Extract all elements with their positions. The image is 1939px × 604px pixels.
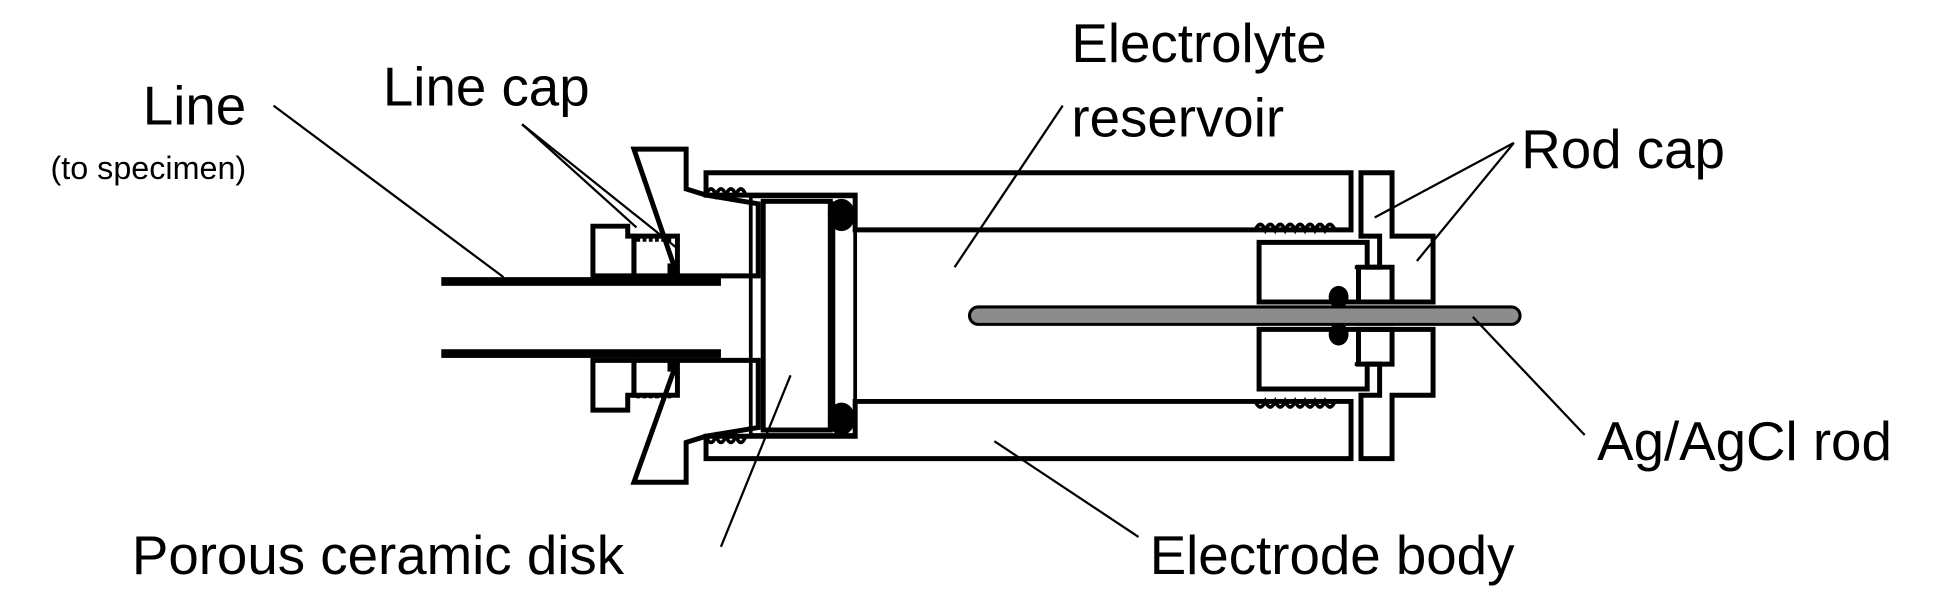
leader-line: [272, 104, 505, 279]
leader-rod-cap-1: [1374, 141, 1515, 219]
leader-lines: [272, 104, 1586, 548]
rod-o-ring-bottom: [1328, 323, 1349, 346]
label-line: Line: [143, 74, 246, 136]
label-line-cap: Line cap: [383, 56, 590, 118]
leader-rod-cap-2: [1416, 142, 1515, 262]
leader-reservoir: [953, 105, 1064, 268]
leader-disk: [719, 374, 792, 548]
rod-cap-outer-bottom: [1356, 326, 1436, 462]
label-reservoir: reservoir: [1071, 87, 1284, 149]
line-cap-top: [630, 146, 761, 279]
leader-line-cap-2: [521, 123, 638, 229]
label-electrolyte: Electrolyte: [1071, 12, 1326, 74]
ag-agcl-rod: [967, 305, 1522, 326]
line-nut-top: [590, 223, 637, 279]
line-tube-top: [441, 277, 721, 286]
leader-body: [993, 440, 1140, 538]
rod-o-ring-top: [1328, 285, 1349, 309]
line-nut-bottom: [590, 357, 637, 413]
label-porous-ceramic-disk: Porous ceramic disk: [132, 524, 625, 586]
leader-line-cap-1: [521, 123, 679, 250]
rod-holder-top: [1256, 239, 1395, 305]
label-electrode-body: Electrode body: [1150, 524, 1515, 586]
thread-icon: [636, 187, 1337, 445]
o-ring-top: [827, 198, 856, 232]
o-ring-bottom: [827, 402, 856, 435]
line-tube-bottom: [441, 349, 721, 358]
label-rod-cap: Rod cap: [1521, 118, 1725, 180]
line-tube: [441, 263, 721, 372]
label-ag-agcl-rod: Ag/AgCl rod: [1597, 410, 1892, 472]
rod-cap: [1256, 170, 1436, 462]
leader-rod: [1472, 316, 1586, 436]
rod-cap-outer-top: [1356, 170, 1436, 305]
line-cap-bottom: [630, 357, 761, 485]
rod-holder-bottom: [1256, 326, 1395, 392]
line-cap: [590, 146, 1337, 485]
label-line-sub: (to specimen): [51, 150, 247, 186]
porous-ceramic-disk: [748, 194, 858, 437]
